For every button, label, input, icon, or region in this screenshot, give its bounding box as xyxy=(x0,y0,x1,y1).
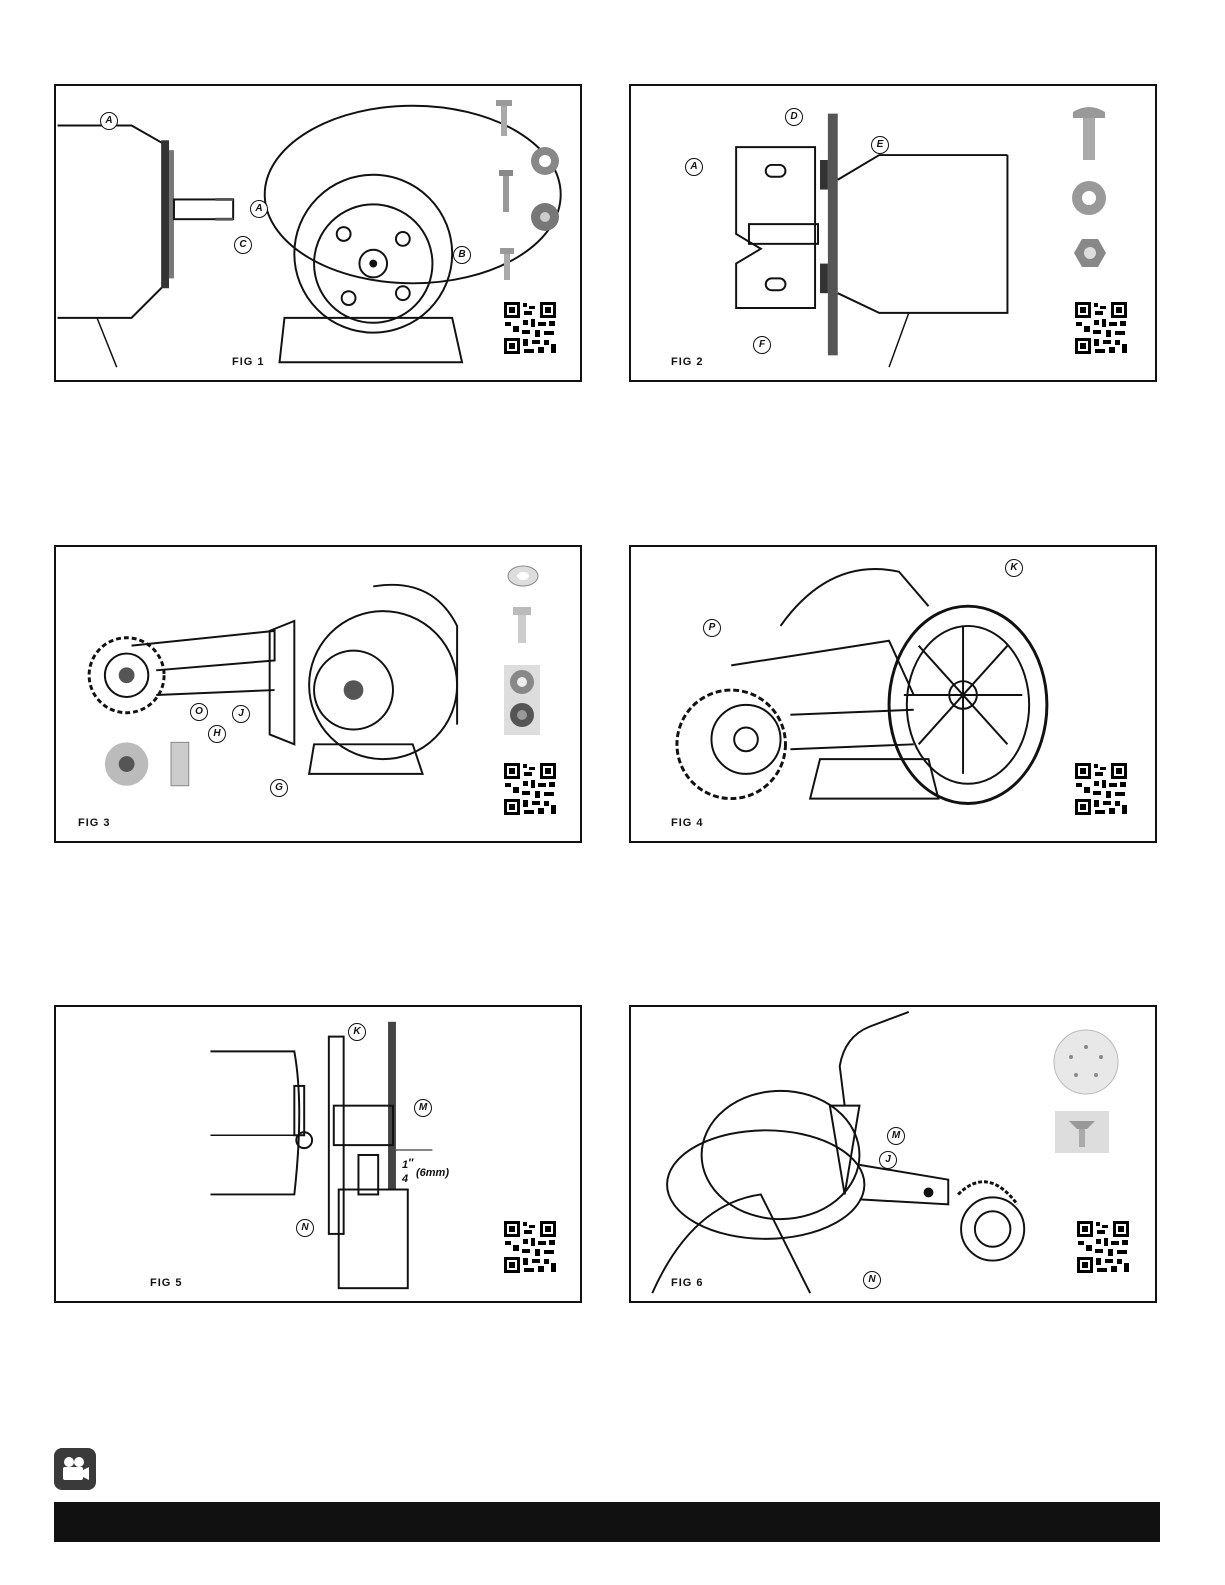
figure-4: P K FIG 4 xyxy=(629,545,1157,843)
figure-6-label: FIG 6 xyxy=(671,1277,704,1289)
figure-3: O H J G FIG 3 xyxy=(54,545,582,843)
bolt-icon xyxy=(496,168,516,216)
nut-icon xyxy=(528,144,562,178)
hex-nut-icon xyxy=(1073,236,1107,270)
callout-g: G xyxy=(270,779,288,797)
callout-h: H xyxy=(208,725,226,743)
qr-code-icon[interactable] xyxy=(1073,761,1129,817)
callout-j: J xyxy=(232,705,250,723)
carriage-bolt-icon xyxy=(1069,104,1109,164)
qr-code-icon[interactable] xyxy=(502,1219,558,1275)
figure-5-label: FIG 5 xyxy=(150,1277,183,1289)
flat-head-screw-icon xyxy=(1055,1111,1109,1153)
qr-code-icon[interactable] xyxy=(1073,300,1129,356)
bolt-icon xyxy=(510,605,534,647)
figure-3-label: FIG 3 xyxy=(78,817,111,829)
figure-4-label: FIG 4 xyxy=(671,817,704,829)
callout-f: F xyxy=(753,336,771,354)
callout-p: P xyxy=(703,619,721,637)
qr-code-icon[interactable] xyxy=(502,300,558,356)
bolt-icon xyxy=(492,98,516,140)
figure-1: A A C B FIG 1 xyxy=(54,84,582,382)
callout-m: M xyxy=(414,1099,432,1117)
callout-b: B xyxy=(453,246,471,264)
disc-plate-icon xyxy=(1051,1027,1121,1097)
callout-d: D xyxy=(785,108,803,126)
callout-c: C xyxy=(234,236,252,254)
figure-2-label: FIG 2 xyxy=(671,356,704,368)
callout-a: A xyxy=(685,158,703,176)
washer-icon xyxy=(528,200,562,234)
callout-m: M xyxy=(887,1127,905,1145)
callout-k: K xyxy=(1005,559,1023,577)
callout-a-motor: A xyxy=(250,200,268,218)
metric-value: (6mm) xyxy=(416,1167,449,1179)
footer-bar xyxy=(54,1502,1160,1542)
callout-j: J xyxy=(879,1151,897,1169)
callout-a-left: A xyxy=(100,112,118,130)
bolt-icon xyxy=(498,246,516,284)
callout-o: O xyxy=(190,703,208,721)
callout-k: K xyxy=(348,1023,366,1041)
fraction-denominator: 4 xyxy=(402,1173,408,1185)
washer-icon xyxy=(504,665,540,735)
figure-5: K M N 1″ 4 (6mm) FIG 5 xyxy=(54,1005,582,1303)
figure-6: M J N FIG 6 xyxy=(629,1005,1157,1303)
qr-code-icon[interactable] xyxy=(1075,1219,1131,1275)
inch-mark: ″ xyxy=(408,1157,413,1169)
callout-n: N xyxy=(863,1271,881,1289)
callout-n: N xyxy=(296,1219,314,1237)
washer-icon xyxy=(1069,178,1109,218)
callout-e: E xyxy=(871,136,889,154)
figure-2: D E A F FIG 2 xyxy=(629,84,1157,382)
qr-code-icon[interactable] xyxy=(502,761,558,817)
video-camera-icon[interactable] xyxy=(54,1448,96,1490)
figure-1-label: FIG 1 xyxy=(232,356,265,368)
washer-icon xyxy=(506,563,540,589)
